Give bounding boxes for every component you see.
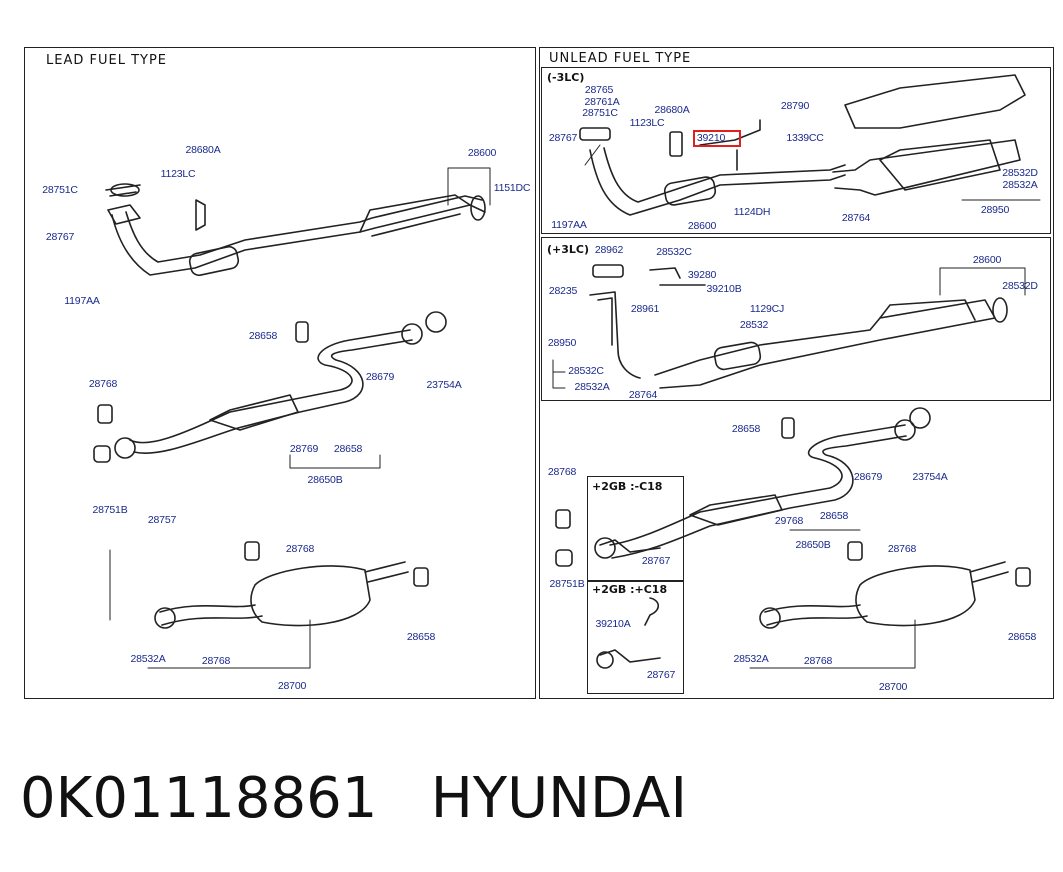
part-label[interactable]: 28658 — [731, 422, 761, 435]
c18-detail-parts — [596, 539, 661, 669]
part-label[interactable]: 28767 — [548, 131, 578, 144]
unlead-front-pipe — [579, 74, 1026, 216]
part-label[interactable]: 28235 — [548, 284, 578, 297]
part-label[interactable]: 28767 — [646, 668, 676, 681]
part-label[interactable]: 28532A — [130, 652, 166, 665]
minus-3lc-label: (-3LC) — [547, 71, 585, 84]
minus-3lc-section — [541, 67, 1051, 234]
unlead-middle-pipe — [555, 407, 931, 567]
unlead-fuel-panel — [539, 47, 1054, 699]
lead-middle-pipe — [93, 311, 447, 463]
part-label[interactable]: 28768 — [285, 542, 315, 555]
part-label[interactable]: 28768 — [887, 542, 917, 555]
part-label[interactable]: 28700 — [277, 679, 307, 692]
lead-front-pipe — [105, 183, 486, 277]
part-label[interactable]: 28768 — [803, 654, 833, 667]
part-label[interactable]: 1197AA — [551, 218, 587, 231]
part-label[interactable]: 28650B — [307, 473, 343, 486]
unlead-muffler — [759, 541, 1031, 629]
part-label[interactable]: 28600 — [467, 146, 497, 159]
part-label[interactable]: 28658 — [333, 442, 363, 455]
c18-plus-box — [587, 580, 684, 694]
part-label[interactable]: 28751B — [549, 577, 585, 590]
c18-minus-label: +2GB :-C18 — [592, 480, 663, 493]
unlead-3lc-pipe — [589, 264, 1008, 389]
part-label[interactable]: 28680A — [654, 103, 690, 116]
part-label[interactable]: 28768 — [201, 654, 231, 667]
part-label[interactable]: 28962 — [594, 243, 624, 256]
part-label[interactable]: 28950 — [547, 336, 577, 349]
part-label[interactable]: 28532C — [568, 364, 604, 377]
part-number: 0K01118861 — [20, 766, 378, 831]
part-label[interactable]: 28658 — [248, 329, 278, 342]
part-label[interactable]: 28767 — [45, 230, 75, 243]
part-label[interactable]: 1129CJ — [749, 302, 785, 315]
part-label[interactable]: 28757 — [147, 513, 177, 526]
part-label[interactable]: 39210B — [706, 282, 742, 295]
highlight-box-39210 — [693, 130, 741, 147]
part-label[interactable]: 28767 — [641, 554, 671, 567]
part-label[interactable]: 28532 — [739, 318, 769, 331]
part-label[interactable]: 28600 — [972, 253, 1002, 266]
part-label[interactable]: 28532D — [1002, 279, 1038, 292]
part-label[interactable]: 39280 — [687, 268, 717, 281]
part-label[interactable]: 28761A — [584, 95, 620, 108]
part-label[interactable]: 28650B — [795, 538, 831, 551]
part-label[interactable]: 28532A — [574, 380, 610, 393]
part-label[interactable]: 28768 — [547, 465, 577, 478]
part-label[interactable]: 28658 — [819, 509, 849, 522]
part-label[interactable]: 28768 — [88, 377, 118, 390]
part-label[interactable]: 1123LC — [160, 167, 196, 180]
part-label[interactable]: 23754A — [912, 470, 948, 483]
part-label[interactable]: 28764 — [841, 211, 871, 224]
part-label[interactable]: 28961 — [630, 302, 660, 315]
lead-muffler — [154, 541, 429, 629]
c18-minus-box — [587, 476, 684, 582]
plus-3lc-section — [541, 237, 1051, 401]
part-label[interactable]: 28532C — [656, 245, 692, 258]
part-label[interactable]: 1124DH — [733, 205, 771, 218]
brand-name: HYUNDAI — [430, 766, 687, 831]
part-label[interactable]: 1339CC — [786, 131, 824, 144]
part-label[interactable]: 28764 — [628, 388, 658, 401]
part-label[interactable]: 28680A — [185, 143, 221, 156]
part-label[interactable]: 28679 — [365, 370, 395, 383]
part-label[interactable]: 28600 — [687, 219, 717, 232]
part-label[interactable]: 39210 — [696, 131, 726, 144]
part-label[interactable]: 1123LC — [629, 116, 665, 129]
part-label[interactable]: 28769 — [289, 442, 319, 455]
part-label[interactable]: 28532A — [733, 652, 769, 665]
part-label[interactable]: 39210A — [595, 617, 631, 630]
part-label[interactable]: 28751B — [92, 503, 128, 516]
part-label[interactable]: 28751C — [582, 106, 618, 119]
plus-3lc-label: (+3LC) — [547, 243, 590, 256]
part-label[interactable]: 28765 — [584, 83, 614, 96]
part-label[interactable]: 28950 — [980, 203, 1010, 216]
part-label[interactable]: 28751C — [42, 183, 78, 196]
part-label[interactable]: 29768 — [774, 514, 804, 527]
lead-panel-title: LEAD FUEL TYPE — [46, 53, 168, 68]
part-label[interactable]: 28679 — [853, 470, 883, 483]
part-label[interactable]: 28790 — [780, 99, 810, 112]
part-number-caption: 0K01118861 HYUNDAI — [20, 766, 687, 831]
unlead-panel-title: UNLEAD FUEL TYPE — [549, 51, 692, 66]
leader-lines — [109, 144, 1041, 669]
lead-fuel-panel — [24, 47, 536, 699]
part-label[interactable]: 1197AA — [64, 294, 100, 307]
part-label[interactable]: 28532A — [1002, 178, 1038, 191]
part-label[interactable]: 28700 — [878, 680, 908, 693]
part-label[interactable]: 28658 — [1007, 630, 1037, 643]
part-label[interactable]: 1151DC — [493, 181, 531, 194]
part-label[interactable]: 28532D — [1002, 166, 1038, 179]
part-label[interactable]: 23754A — [426, 378, 462, 391]
c18-plus-label: +2GB :+C18 — [592, 583, 668, 596]
part-label[interactable]: 28658 — [406, 630, 436, 643]
